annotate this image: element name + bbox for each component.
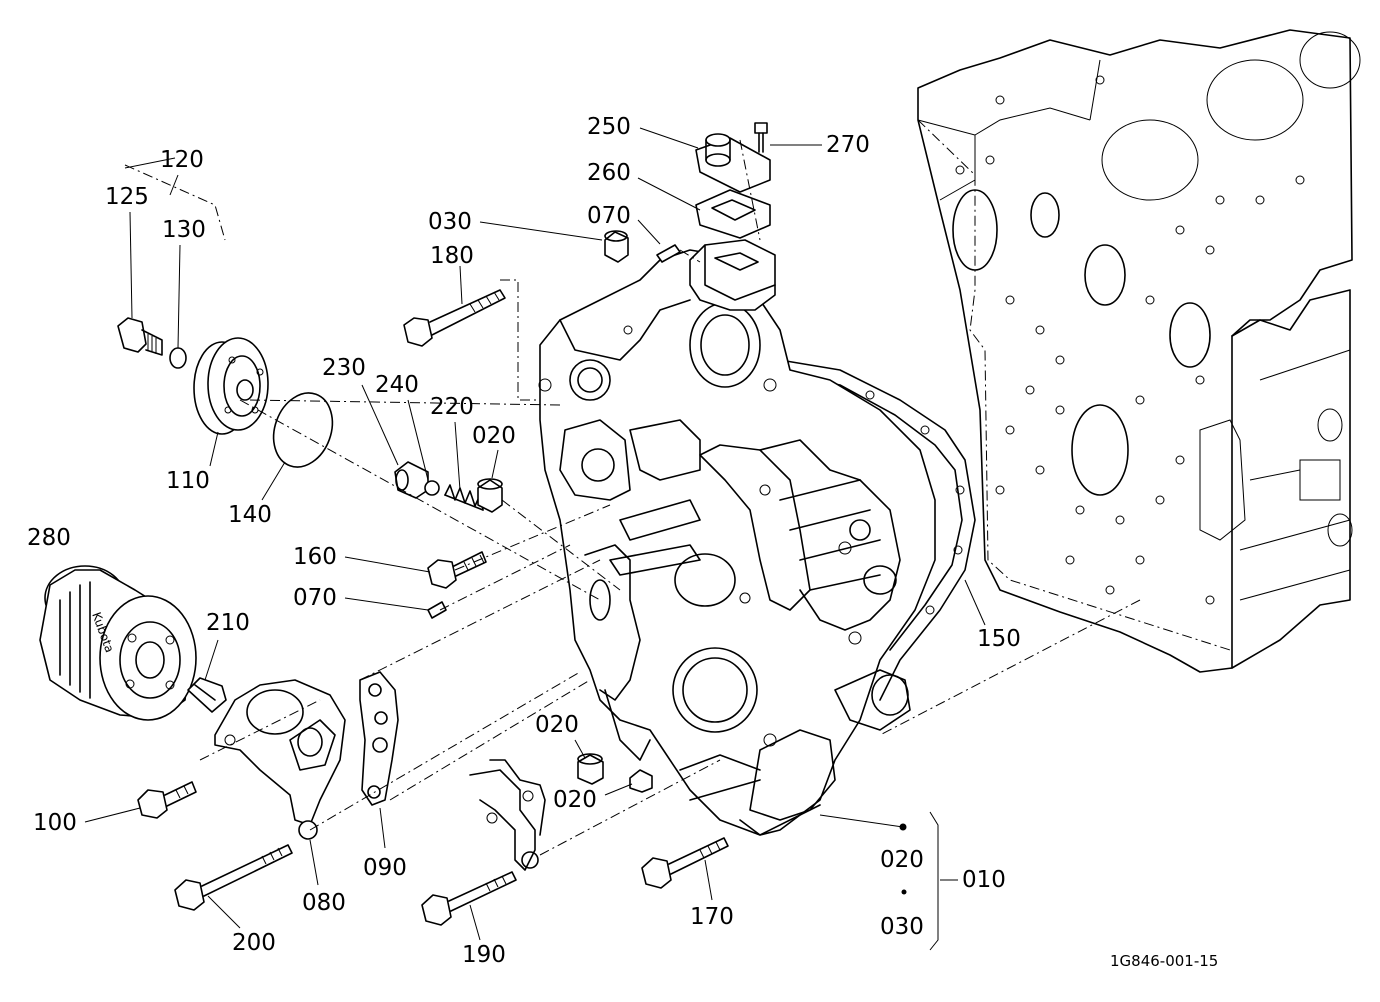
label-020-group: 020	[880, 847, 924, 873]
bolt-200	[174, 844, 293, 911]
gasket-090	[359, 671, 399, 806]
label-270: 270	[826, 132, 870, 158]
union-210	[187, 677, 227, 713]
thermostat-housing	[689, 239, 776, 311]
lower-bracket-fragment	[469, 759, 546, 871]
label-030-top: 030	[428, 209, 472, 235]
oring-130	[169, 347, 187, 369]
label-170: 170	[690, 904, 734, 930]
label-220: 220	[430, 394, 474, 420]
oil-filter-280: Kubota	[39, 565, 197, 721]
plug-020-lower-b	[629, 769, 653, 793]
engine-block	[917, 29, 1361, 673]
label-260: 260	[587, 160, 631, 186]
label-070-top: 070	[587, 203, 631, 229]
label-090: 090	[363, 855, 407, 881]
label-030-group: 030	[880, 914, 924, 940]
label-280: 280	[27, 525, 71, 551]
label-020-low: 020	[553, 787, 597, 813]
label-020-mid: 020	[535, 712, 579, 738]
valve-230	[394, 461, 429, 499]
label-020-top: 020	[472, 423, 516, 449]
bolt-160	[427, 551, 487, 589]
block-holes	[955, 75, 1305, 605]
filter-bracket	[214, 679, 346, 826]
label-125: 125	[105, 184, 149, 210]
bolt-170	[641, 837, 729, 889]
label-100: 100	[33, 810, 77, 836]
label-230: 230	[322, 355, 366, 381]
label-130: 130	[162, 217, 206, 243]
label-070-lower: 070	[293, 585, 337, 611]
bolt-270	[754, 122, 768, 153]
label-180: 180	[430, 243, 474, 269]
center-lines	[124, 119, 1231, 856]
gasket-260	[695, 189, 771, 239]
pump-cover-110	[193, 337, 269, 435]
plug-020-lower-a	[577, 753, 604, 785]
bolt-100	[137, 781, 197, 819]
pin-070-lower	[427, 601, 447, 619]
plug-020-top	[477, 478, 503, 513]
label-160: 160	[293, 544, 337, 570]
water-flange-250	[695, 133, 771, 193]
gear-case-gasket	[779, 359, 976, 701]
plug-125	[117, 317, 163, 356]
label-140: 140	[228, 502, 272, 528]
pin-070-top	[656, 244, 681, 263]
ball-240	[424, 480, 440, 496]
label-080: 080	[302, 890, 346, 916]
bolt-180	[403, 289, 506, 347]
label-010: 010	[962, 867, 1006, 893]
drawing-code: 1G846-001-15	[1110, 952, 1219, 970]
label-210: 210	[206, 610, 250, 636]
label-240: 240	[375, 372, 419, 398]
label-250: 250	[587, 114, 631, 140]
label-200: 200	[232, 930, 276, 956]
bracket-080	[298, 820, 318, 840]
leader-lines	[84, 127, 986, 951]
label-120: 120	[160, 147, 204, 173]
label-150: 150	[977, 626, 1021, 652]
gear-case	[538, 249, 936, 836]
oring-140	[272, 392, 334, 468]
plug-030-top	[604, 230, 629, 263]
label-110: 110	[166, 468, 210, 494]
bolt-190	[421, 871, 517, 926]
label-190: 190	[462, 942, 506, 968]
